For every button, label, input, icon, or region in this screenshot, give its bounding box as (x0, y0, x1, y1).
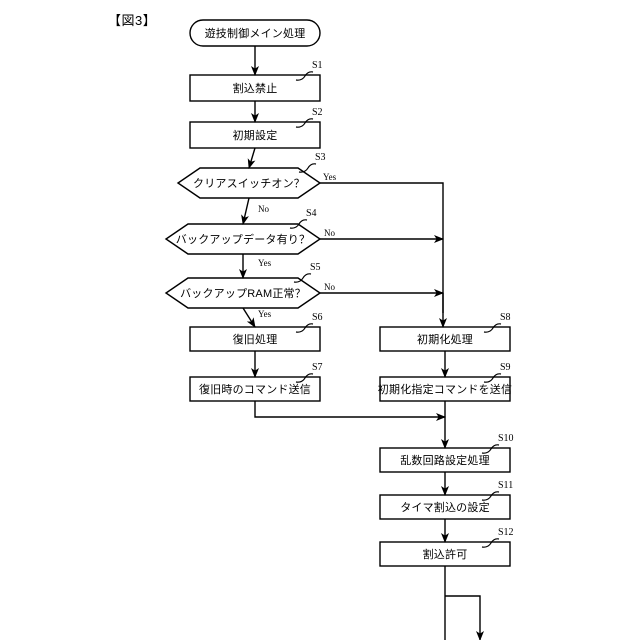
step-leader-S3 (298, 163, 317, 173)
node-s8[interactable]: 初期化処理 (380, 327, 510, 351)
node-s4[interactable]: バックアップデータ有り？ (166, 224, 320, 254)
step-label-S7: S7 (312, 362, 323, 373)
node-label-s6: 復旧処理 (232, 334, 278, 346)
link-s3-yes-bus (320, 182, 444, 313)
step-label-S3: S3 (315, 152, 326, 163)
node-s2[interactable]: 初期設定 (190, 122, 320, 148)
step-label-S2: S2 (312, 107, 323, 118)
node-label-s11: タイマ割込の設定 (400, 502, 490, 514)
step-leader-S9 (483, 373, 502, 383)
step-label-S9: S9 (500, 362, 511, 373)
node-s1[interactable]: 割込禁止 (190, 75, 320, 101)
node-s9[interactable]: 初期化指定コマンドを送信 (377, 377, 513, 401)
node-s5[interactable]: バックアップRAM正常？ (166, 278, 320, 308)
step-label-S5: S5 (310, 262, 321, 273)
node-start[interactable]: 遊技制御メイン処理 (190, 20, 320, 46)
node-label-s12: 割込許可 (422, 549, 468, 561)
node-s6[interactable]: 復旧処理 (190, 327, 320, 351)
step-label-S4: S4 (306, 208, 317, 219)
step-leader-S1 (295, 71, 314, 81)
edge-label-s5-yes: Yes (258, 309, 272, 319)
edge-label-s3-yes: Yes (323, 172, 337, 182)
figure-label: 【図3】 (108, 13, 157, 28)
edge-label-s4-yes: Yes (258, 258, 272, 268)
step-leader-S6 (295, 323, 314, 333)
link-s7-merge (254, 401, 446, 421)
node-s7[interactable]: 復旧時のコマンド送信 (190, 377, 320, 401)
step-leader-S10 (481, 444, 500, 454)
step-leader-S11 (481, 491, 500, 501)
node-label-s1: 割込禁止 (232, 83, 278, 95)
step-leader-S4 (289, 219, 308, 229)
step-leader-S12 (481, 538, 500, 548)
node-shape-s3 (176, 167, 322, 199)
node-label-s10: 乱数回路設定処理 (400, 455, 490, 467)
node-shape-s5 (164, 277, 322, 309)
node-label-s2: 初期設定 (232, 130, 278, 142)
edge-label-s3-no: No (258, 204, 269, 214)
step-label-S10: S10 (498, 433, 514, 444)
node-label-s9: 初期化指定コマンドを送信 (377, 384, 513, 396)
edge-label-s4-no: No (324, 228, 335, 238)
link-loop-back (445, 595, 484, 640)
node-label-s3: クリアスイッチオン？ (193, 178, 305, 190)
step-label-S6: S6 (312, 312, 323, 323)
step-leader-S5 (293, 273, 312, 283)
node-label-s5: バックアップRAM正常？ (180, 288, 306, 300)
node-shape-s4 (164, 223, 322, 255)
node-s3[interactable]: クリアスイッチオン？ (178, 168, 320, 198)
step-label-S8: S8 (500, 312, 511, 323)
step-label-S12: S12 (498, 527, 514, 538)
node-label-s4: バックアップデータ有り？ (175, 234, 311, 246)
link-s5-yes-s6 (242, 307, 256, 328)
step-label-S11: S11 (498, 480, 514, 491)
node-label-s7: 復旧時のコマンド送信 (199, 384, 311, 396)
node-label-s8: 初期化処理 (417, 334, 473, 346)
step-leader-S8 (483, 323, 502, 333)
link-s2-s3 (247, 147, 256, 169)
step-leader-S7 (295, 373, 314, 383)
step-label-S1: S1 (312, 60, 323, 71)
link-s3-no-s4 (241, 197, 250, 225)
node-s12[interactable]: 割込許可 (380, 542, 510, 566)
node-s11[interactable]: タイマ割込の設定 (380, 495, 510, 519)
edge-label-s5-no: No (324, 282, 335, 292)
node-label-start: 遊技制御メイン処理 (204, 28, 306, 40)
step-leader-S2 (295, 118, 314, 128)
node-s10[interactable]: 乱数回路設定処理 (380, 448, 510, 472)
